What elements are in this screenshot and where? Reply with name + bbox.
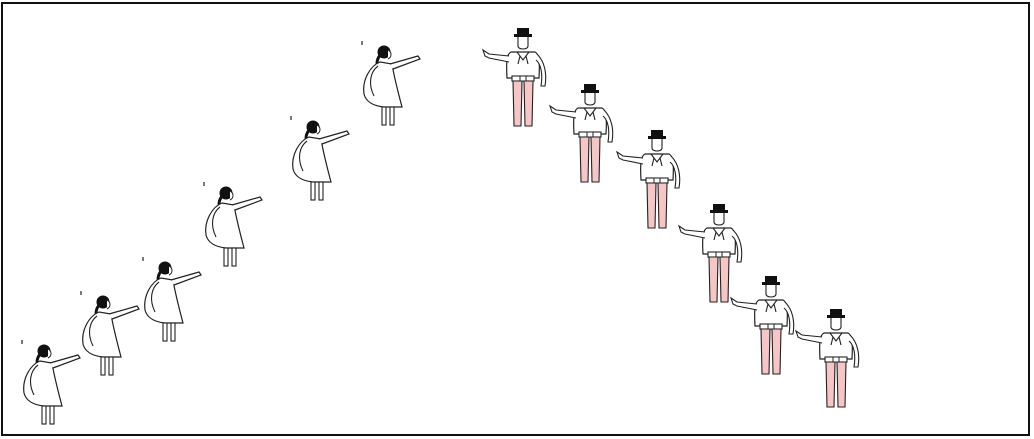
man-dancer-icon <box>550 84 613 182</box>
man-dancer-icon <box>483 28 546 126</box>
woman-dancer-icon <box>362 41 420 125</box>
man-dancer-icon <box>679 204 742 302</box>
woman-dancer-icon <box>291 116 349 200</box>
woman-dancer-icon <box>204 182 262 266</box>
woman-dancer-icon <box>22 340 80 424</box>
man-dancer-icon <box>731 276 794 374</box>
woman-dancer-icon <box>143 257 201 341</box>
man-dancer-icon <box>617 130 680 228</box>
man-dancer-icon <box>796 309 859 407</box>
woman-dancer-icon <box>81 291 139 375</box>
